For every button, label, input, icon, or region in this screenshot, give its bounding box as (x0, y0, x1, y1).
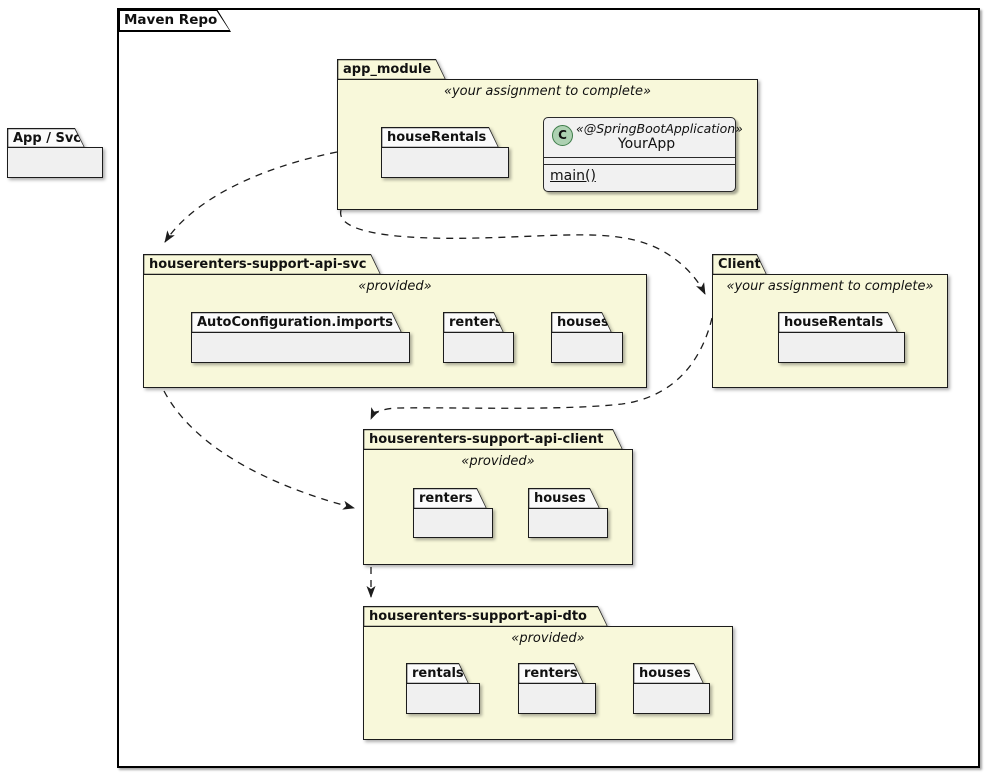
class-stereotype: «@SpringBootApplication» (576, 121, 743, 136)
package-houses-client-label: houses (534, 490, 586, 506)
package-houserentals-client-label: houseRentals (784, 314, 884, 330)
class-separator (544, 157, 735, 158)
package-renters-label: renters (449, 314, 503, 330)
stereotype-label: «your assignment to complete» (443, 84, 652, 99)
class-circle-icon: C (552, 125, 573, 146)
class-name: YourApp (617, 136, 676, 152)
package-app-svc-label: App / Svc (13, 130, 82, 146)
class-methods-compartment: main() (544, 165, 735, 184)
package-renters-dto-label: renters (524, 665, 578, 681)
class-yourapp: C «@SpringBootApplication» YourApp main(… (543, 117, 743, 192)
package-api-dto-title: houserenters-support-api-dto (369, 608, 587, 624)
stereotype-label: «provided» (511, 631, 585, 646)
stereotype-label: «your assignment to complete» (726, 279, 934, 294)
package-rentals-dto-label: rentals (412, 665, 464, 681)
class-method-main: main() (550, 168, 596, 184)
stereotype-label: «provided» (461, 454, 535, 469)
package-houses-label: houses (557, 314, 609, 330)
package-houses-dto-label: houses (639, 665, 691, 681)
package-api-client-title: houserenters-support-api-client (369, 431, 604, 447)
package-autoconfiguration-label: AutoConfiguration.imports (197, 314, 393, 330)
frame-title: Maven Repo (124, 12, 218, 28)
package-houserentals-label: houseRentals (387, 129, 487, 145)
class-separator (544, 164, 735, 165)
frame-tab: Maven Repo (118, 9, 231, 32)
package-renters-client-label: renters (419, 490, 473, 506)
package-api-svc-title: houserenters-support-api-svc (149, 256, 367, 272)
package-app-module-title: app_module (343, 61, 432, 77)
package-client-title: Client (718, 256, 761, 272)
stereotype-label: «provided» (358, 279, 432, 294)
